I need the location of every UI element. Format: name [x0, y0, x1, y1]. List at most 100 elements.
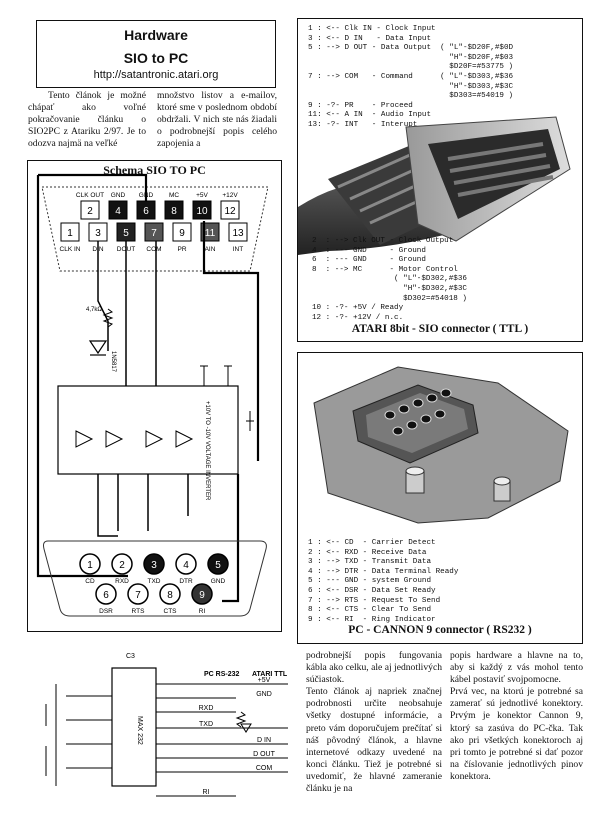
pc-caption: PC - CANNON 9 connector ( RS232 ) — [348, 624, 532, 636]
db9-pin-number: 1 — [87, 560, 93, 571]
header-box: Hardware SIO to PC http://satantronic.at… — [36, 20, 276, 88]
header-title-line2: SIO to PC — [123, 50, 189, 66]
atari-pin-list-bottom: 2 : --> Clk OUT - Clock Output 4 : --- G… — [312, 237, 467, 322]
db9-pin — [207, 553, 229, 575]
db9-bottom-label: DSR — [99, 608, 113, 615]
bottom-mid-column: podrobnejší popis fungovania kábla ako c… — [306, 650, 442, 795]
atari-sio-box: 1 : <-- Clk IN - Clock Input 3 : <-- D I… — [297, 18, 583, 342]
db9-bottom-label: RI — [199, 608, 206, 615]
max232-chip — [111, 667, 157, 787]
db9-bottom-label: CTS — [164, 608, 178, 615]
db9-bottom-label: RTS — [132, 608, 146, 615]
intro-right-text: množstvo listov a e-mailov, ktoré sme v … — [157, 90, 277, 150]
sio-pin-number: 6 — [143, 206, 149, 217]
sio-pin — [144, 222, 164, 242]
intro-left-text: Tento článok je možné chápať ako voľné p… — [28, 90, 146, 150]
bottom-chip-cap: C3 — [126, 653, 135, 660]
bottom-chip-name: MAX 232 — [136, 716, 143, 745]
sio-pin — [220, 200, 240, 220]
schema-resistor-label: 4,7kΩ — [86, 307, 102, 313]
sio-bottom-label: CLK IN — [60, 246, 81, 253]
schema-title: Schema SIO TO PC — [103, 163, 206, 177]
sio-pin — [60, 222, 80, 242]
header-title-line1: Hardware — [124, 27, 188, 43]
sio-pin — [192, 200, 212, 220]
sio-pin-number: 2 — [87, 206, 93, 217]
bottom-signal: D IN — [257, 737, 271, 744]
bottom-mid-text: podrobnejší popis fungovania kábla ako c… — [306, 650, 442, 795]
sio-pin-number: 8 — [171, 206, 177, 217]
db9-top-label: GND — [211, 578, 226, 585]
bottom-signal: D OUT — [253, 751, 276, 758]
db9-top-label: TXD — [148, 578, 161, 585]
pc-cannon9-box: 1 : <-- CD - Carrier Detect 2 : <-- RXD … — [297, 352, 583, 644]
schema-diode-label: 1N5817 — [110, 351, 116, 373]
header-url[interactable]: http://satantronic.atari.org — [93, 69, 219, 81]
db9-pin — [127, 583, 149, 605]
db9-pin — [191, 583, 213, 605]
sio-pin-number: 13 — [232, 228, 244, 239]
bottom-right-column: popis hardware a hlavne na to, aby si ka… — [450, 650, 583, 783]
sio-top-label: +5V — [196, 192, 208, 199]
db9-pin — [111, 553, 133, 575]
sio-pin-number: 10 — [196, 206, 208, 217]
pc-connector-image — [313, 366, 569, 524]
sio-pin-number: 4 — [115, 206, 121, 217]
sio-pin — [80, 200, 100, 220]
db9-pin-number: 2 — [119, 560, 125, 571]
db9-pin-number: 9 — [199, 590, 205, 601]
sio-top-label: MC — [169, 192, 179, 199]
db9-top-label: DTR — [179, 578, 193, 585]
ic-max232-body — [57, 385, 239, 475]
sio-pin-number: 9 — [179, 228, 185, 239]
db9-outline — [43, 540, 267, 617]
atari-caption: ATARI 8bit - SIO connector ( TTL ) — [351, 323, 529, 335]
sio-top-label: GND — [111, 192, 126, 199]
db9-pin — [95, 583, 117, 605]
db9-pin-number: 3 — [151, 560, 157, 571]
sio-bottom-label: INT — [233, 246, 244, 253]
db9-pin-number: 6 — [103, 590, 109, 601]
sio-pin — [108, 200, 128, 220]
sio-pin-number: 3 — [95, 228, 101, 239]
sio-pin-number: 12 — [224, 206, 236, 217]
db9-pin-number: 4 — [183, 560, 189, 571]
sio-pin — [164, 200, 184, 220]
sio-bottom-label: AIN — [205, 246, 216, 253]
sio-pin-number: 5 — [123, 228, 129, 239]
bottom-signal: RXD — [199, 705, 214, 712]
atari-pin-list-top: 1 : <-- Clk IN - Clock Input 3 : <-- D I… — [308, 25, 514, 129]
db9-pin-number: 5 — [215, 560, 221, 571]
sio-pin — [200, 222, 220, 242]
sio-pin-number: 1 — [67, 228, 73, 239]
db9-pin — [143, 553, 165, 575]
db9-pin — [159, 583, 181, 605]
intro-left-column: Tento článok je možné chápať ako voľné p… — [28, 90, 146, 150]
atari-connector-image — [298, 116, 571, 255]
db9-top-label: RXD — [115, 578, 129, 585]
intro-right-column: množstvo listov a e-mailov, ktoré sme v … — [157, 90, 277, 150]
db9-pin-number: 7 — [135, 590, 141, 601]
sio-bottom-label: COM — [146, 246, 161, 253]
db9-pin — [79, 553, 101, 575]
sio-pin-number: 7 — [151, 228, 157, 239]
sio-bottom-label: PR — [177, 246, 186, 253]
bottom-signal: RI — [203, 789, 210, 796]
db9-pin — [175, 553, 197, 575]
sio-pin-number: 11 — [205, 228, 216, 239]
bottom-signal: COM — [256, 765, 273, 772]
bottom-label-atari: ATARI TTL — [252, 671, 288, 678]
db9-pin-number: 8 — [167, 590, 173, 601]
bottom-signal: TXD — [199, 721, 213, 728]
bottom-schematic: C3 MAX 232 PC RS-232 ATARI TTL +5VGNDRXD… — [45, 653, 288, 797]
sio-pin — [172, 222, 192, 242]
sio-top-label: +12V — [222, 192, 238, 199]
bottom-right-text: popis hardware a hlavne na to, aby si ka… — [450, 650, 583, 782]
